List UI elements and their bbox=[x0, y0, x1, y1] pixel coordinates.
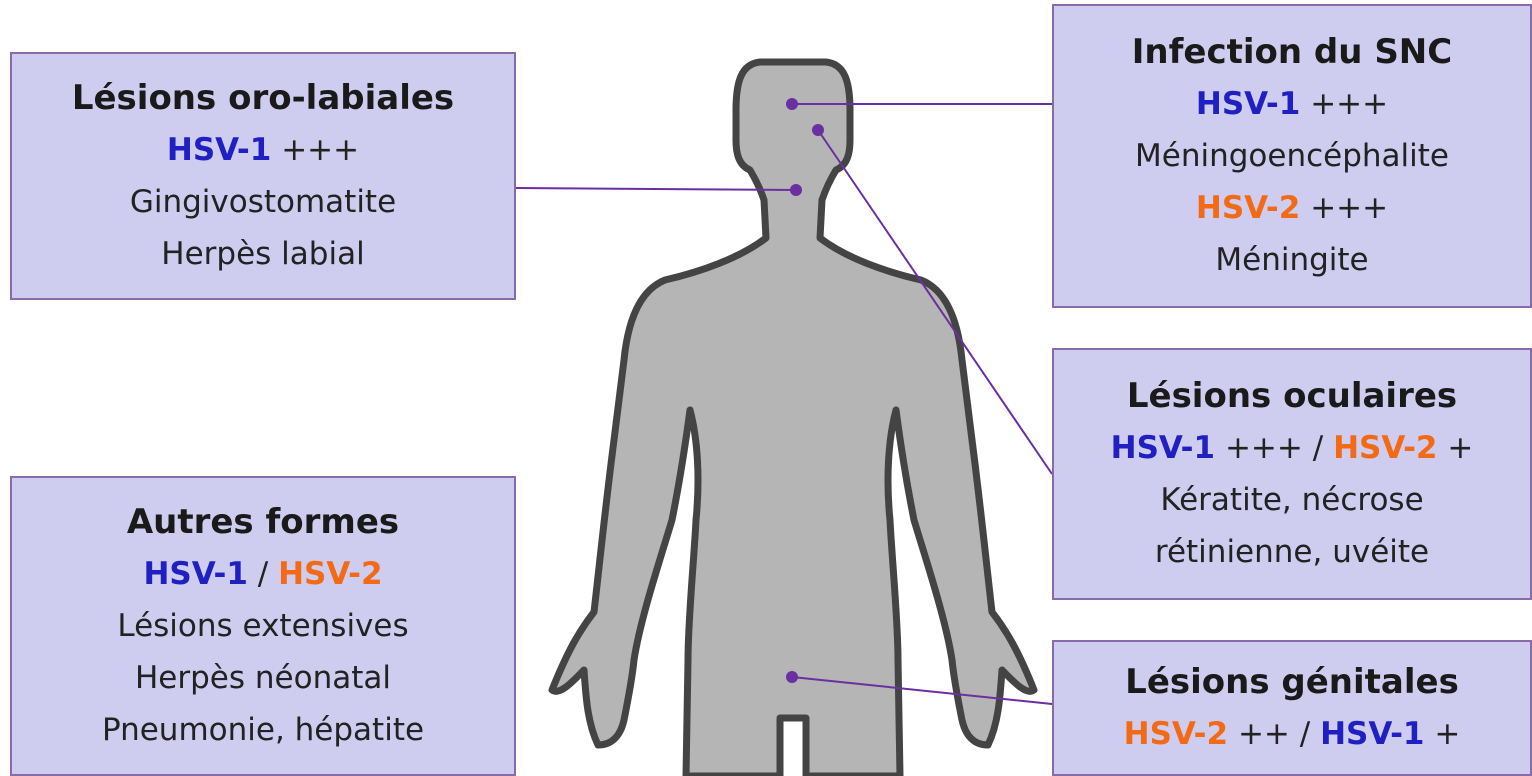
snc-virus-line2: HSV-2 +++ bbox=[1054, 182, 1530, 234]
snc-virus-line1: HSV-1 +++ bbox=[1054, 78, 1530, 130]
ocul-line2: rétinienne, uvéite bbox=[1054, 526, 1530, 578]
snc-line1: Méningoencéphalite bbox=[1054, 130, 1530, 182]
autres-line3: Pneumonie, hépatite bbox=[12, 704, 514, 756]
snc-hsv1-level: +++ bbox=[1310, 86, 1388, 122]
ocul-title: Lésions oculaires bbox=[1054, 370, 1530, 422]
snc-hsv2: HSV-2 bbox=[1196, 190, 1300, 226]
box-snc: Infection du SNC HSV-1 +++ Méningoencéph… bbox=[1052, 4, 1532, 308]
box-autres-formes: Autres formes HSV-1 / HSV-2 Lésions exte… bbox=[10, 476, 516, 776]
oro-title: Lésions oro-labiales bbox=[12, 72, 514, 124]
human-silhouette bbox=[552, 62, 1034, 776]
autres-sep: / bbox=[258, 556, 268, 592]
genit-hsv2: HSV-2 bbox=[1124, 716, 1228, 752]
snc-line2: Méningite bbox=[1054, 234, 1530, 286]
point-genital bbox=[786, 671, 798, 683]
autres-hsv2: HSV-2 bbox=[278, 556, 382, 592]
genit-hsv1: HSV-1 bbox=[1320, 716, 1424, 752]
ocul-sep: / bbox=[1313, 430, 1323, 466]
ocul-hsv2-level: + bbox=[1447, 430, 1473, 466]
oro-hsv1-level: +++ bbox=[281, 132, 359, 168]
oro-hsv1: HSV-1 bbox=[167, 132, 271, 168]
connector-oro bbox=[516, 188, 796, 190]
genit-title: Lésions génitales bbox=[1054, 656, 1530, 708]
autres-hsv1: HSV-1 bbox=[143, 556, 247, 592]
autres-title: Autres formes bbox=[12, 496, 514, 548]
autres-line1: Lésions extensives bbox=[12, 600, 514, 652]
oro-virus-line: HSV-1 +++ bbox=[12, 124, 514, 176]
snc-hsv2-level: +++ bbox=[1310, 190, 1388, 226]
ocul-hsv2: HSV-2 bbox=[1333, 430, 1437, 466]
ocul-hsv1-level: +++ bbox=[1225, 430, 1303, 466]
genit-sep: / bbox=[1300, 716, 1310, 752]
point-eye bbox=[812, 124, 824, 136]
oro-line1: Gingivostomatite bbox=[12, 176, 514, 228]
genit-virus-line: HSV-2 ++ / HSV-1 + bbox=[1054, 708, 1530, 760]
ocul-line1: Kératite, nécrose bbox=[1054, 474, 1530, 526]
snc-hsv1: HSV-1 bbox=[1196, 86, 1300, 122]
autres-virus-line: HSV-1 / HSV-2 bbox=[12, 548, 514, 600]
autres-line2: Herpès néonatal bbox=[12, 652, 514, 704]
oro-line2: Herpès labial bbox=[12, 228, 514, 280]
box-oro-labial: Lésions oro-labiales HSV-1 +++ Gingivost… bbox=[10, 52, 516, 300]
genit-hsv2-level: ++ bbox=[1238, 716, 1290, 752]
box-genitales: Lésions génitales HSV-2 ++ / HSV-1 + bbox=[1052, 640, 1532, 776]
box-oculaires: Lésions oculaires HSV-1 +++ / HSV-2 + Ké… bbox=[1052, 348, 1532, 600]
snc-title: Infection du SNC bbox=[1054, 26, 1530, 78]
ocul-virus-line: HSV-1 +++ / HSV-2 + bbox=[1054, 422, 1530, 474]
point-brain bbox=[786, 98, 798, 110]
ocul-hsv1: HSV-1 bbox=[1111, 430, 1215, 466]
point-mouth bbox=[790, 184, 802, 196]
genit-hsv1-level: + bbox=[1434, 716, 1460, 752]
